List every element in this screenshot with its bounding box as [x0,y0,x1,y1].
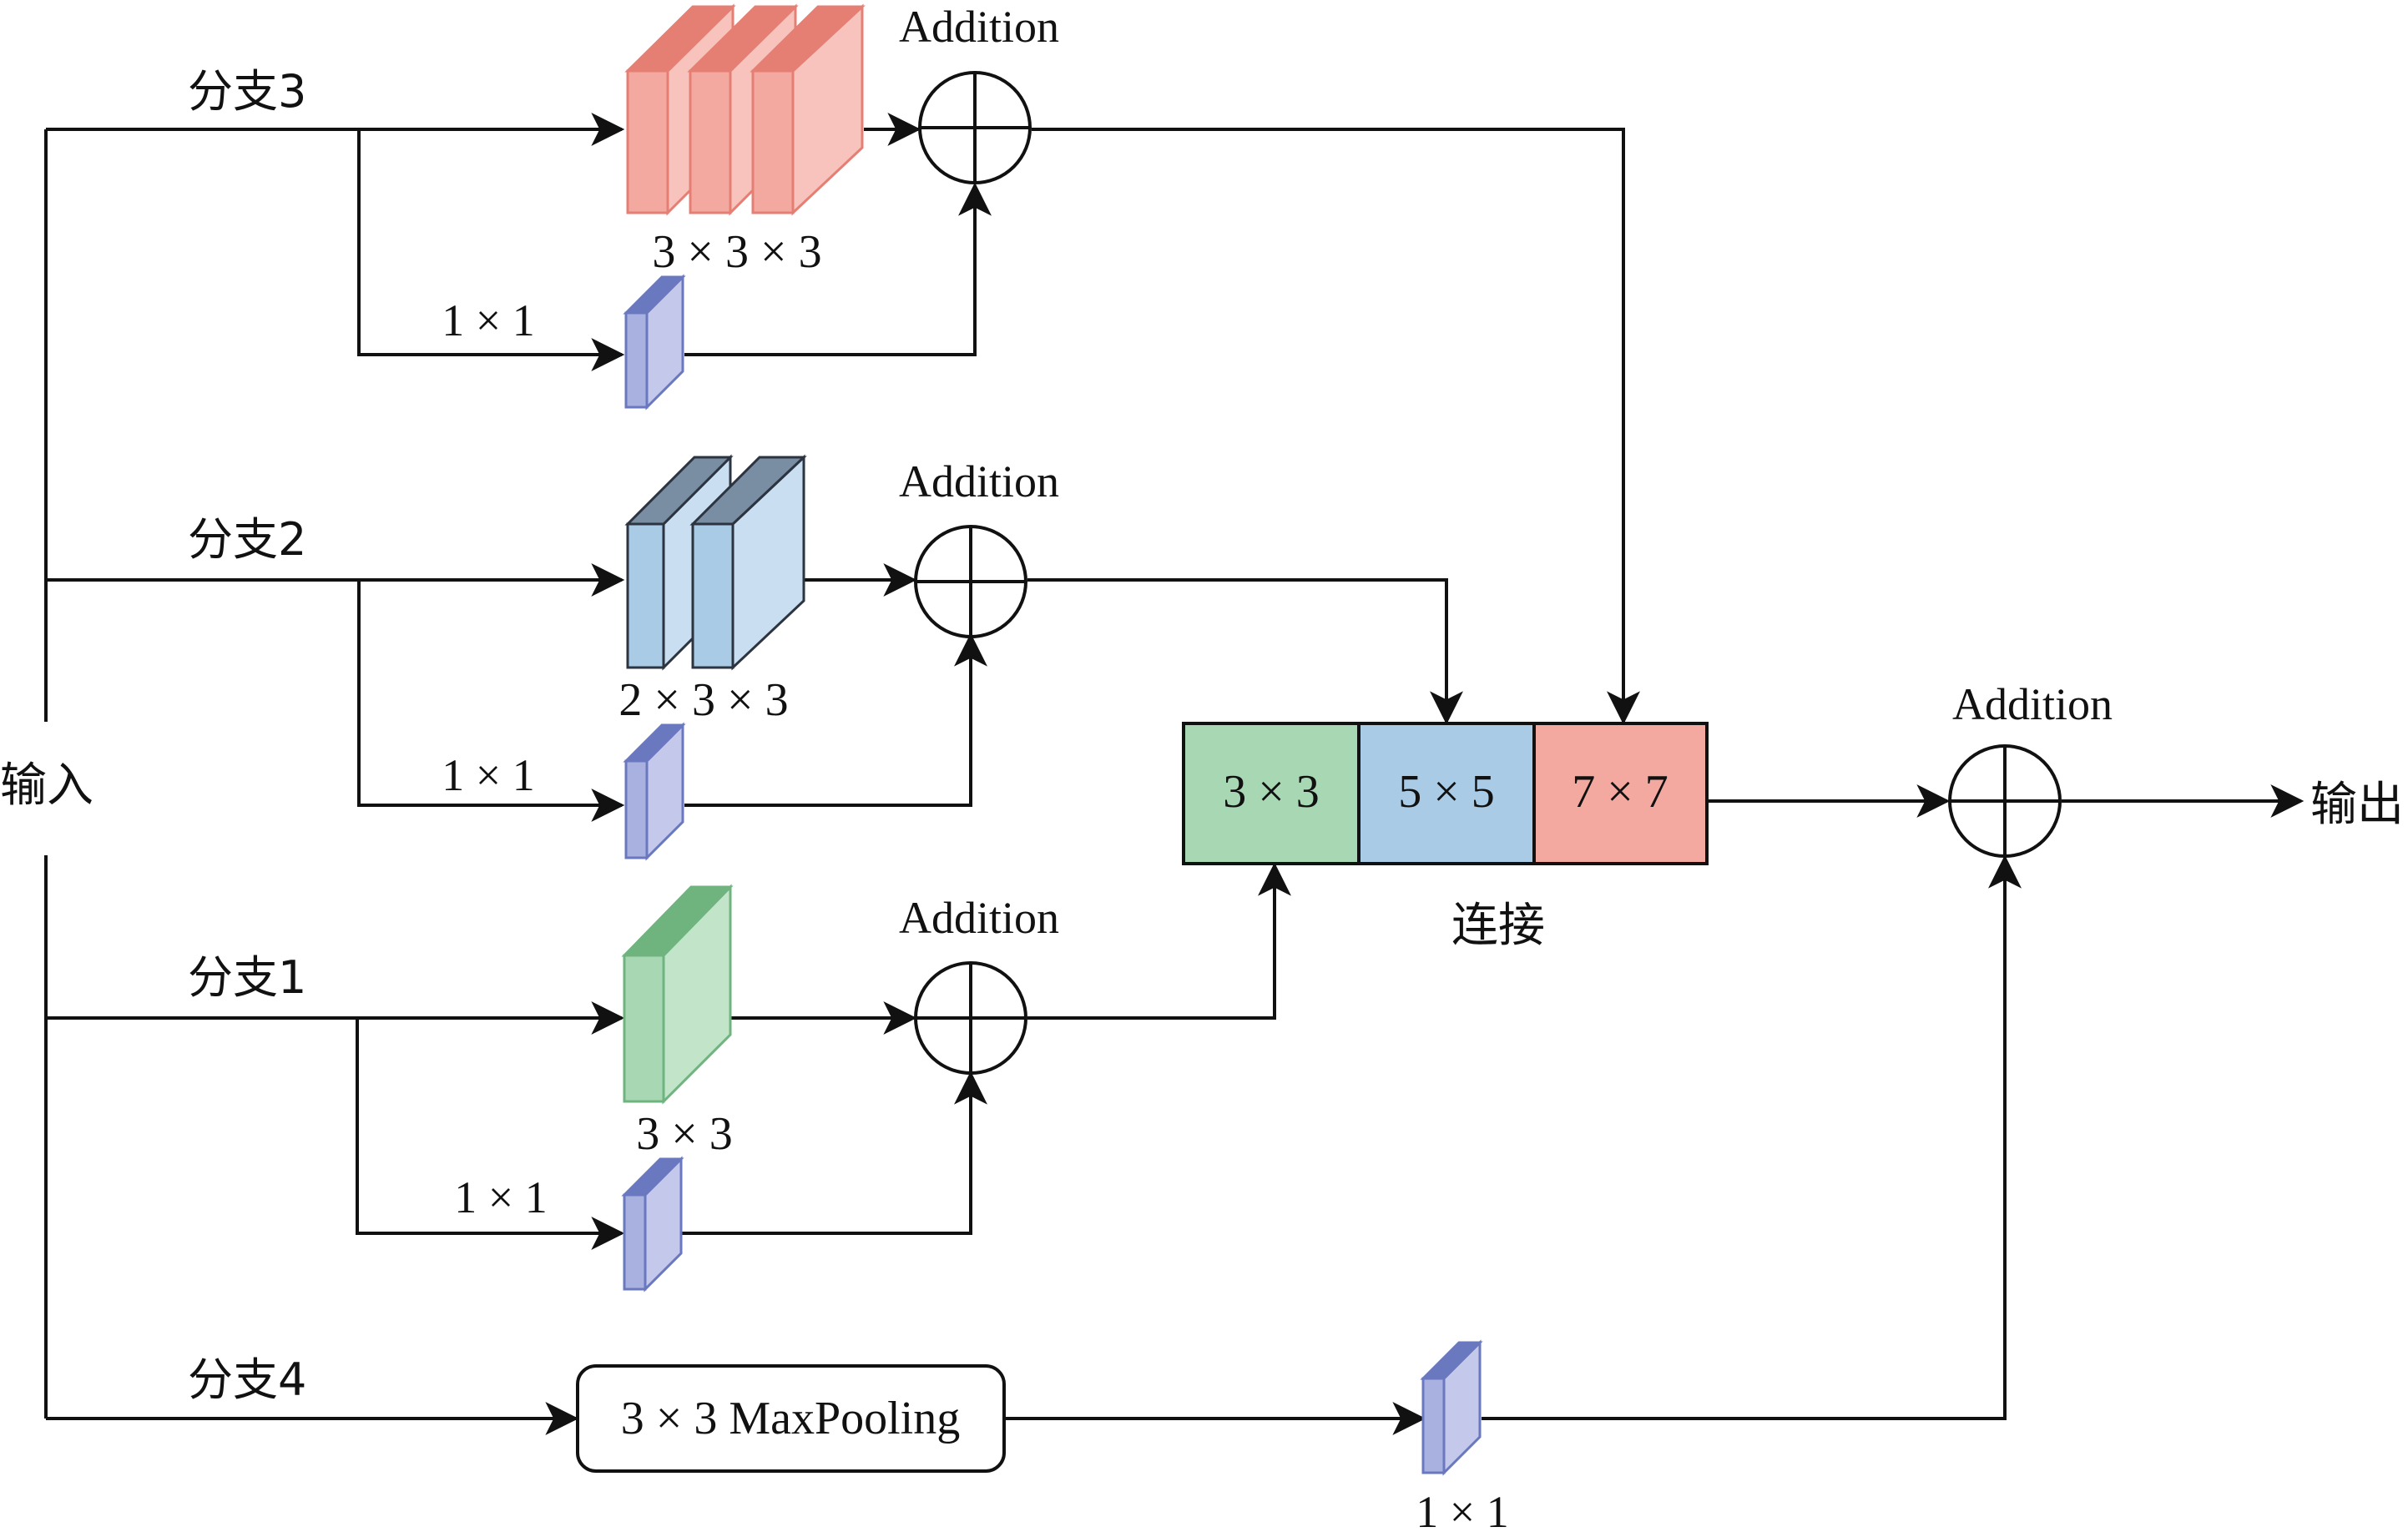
addition-node-branch3 [918,71,1032,184]
conv-block [750,3,866,216]
concat-block [1182,722,1709,865]
branch3-addition-label: Addition [899,2,1059,52]
branch4-label: 分支4 [188,1353,306,1406]
branch2-conv-label: 2 × 3 × 3 [618,674,788,726]
branch3-side-to-add [684,182,992,356]
output-label: 输出 [2310,778,2404,832]
branch2-side-conv-label: 1 × 1 [442,750,534,800]
concat-cell-7x7-label: 7 × 7 [1572,766,1668,818]
branch1-side-to-add [680,1071,987,1235]
addition-node-branch2 [914,525,1027,638]
branch3-conv-3x3x3 [624,3,866,216]
branch3-side-conv-label: 1 × 1 [442,295,534,345]
input-label: 输入 [0,758,93,813]
branch2-conv-2x3x3 [624,454,807,671]
branch3-conv-1x1 [623,274,686,411]
branch3-conv-label: 3 × 3 × 3 [652,226,821,278]
addition-node-final [1948,744,2062,858]
branch3-add-to-concat [1032,128,1640,725]
branch2-add-to-concat [1027,578,1463,725]
branch1-add-to-concat [1027,862,1291,1020]
concat-label: 连接 [1451,899,1545,953]
maxpooling-label: 3 × 3 MaxPooling [621,1393,961,1444]
branch2-side-to-add [684,632,987,807]
concat-cell-5x5-label: 5 × 5 [1398,766,1495,818]
branch1-conv-label: 3 × 3 [636,1108,733,1160]
branch1-side-line [356,1018,625,1250]
concat-cell-7x7 [1532,722,1709,865]
branch2-label: 分支2 [188,513,306,566]
branch1-addition-label: Addition [899,893,1059,943]
branch1-conv-3x3 [621,884,734,1105]
connection-lines [44,113,2305,1435]
addition-node-branch1 [914,961,1027,1075]
branch2-conv-1x1 [623,722,686,861]
branch3-label: 分支3 [188,65,306,118]
branch4-conv-to-add [1482,854,2022,1420]
branch4-side-conv-label: 1 × 1 [1416,1487,1508,1537]
final-addition-label: Addition [1952,679,2113,729]
conv-block [689,454,807,671]
branch1-conv-1x1 [621,1156,684,1293]
branch4-maxpooling-box [576,1364,1006,1473]
branch1-side-conv-label: 1 × 1 [454,1172,547,1222]
concat-cell-3x3-label: 3 × 3 [1223,766,1320,818]
branch2-side-line [357,580,625,822]
branch3-side-line [357,129,625,371]
concat-cell-5x5 [1357,722,1536,865]
branch1-label: 分支1 [188,951,306,1004]
concat-cell-3x3 [1182,722,1360,865]
branch4-conv-1x1 [1420,1339,1483,1476]
branch2-addition-label: Addition [899,456,1059,506]
